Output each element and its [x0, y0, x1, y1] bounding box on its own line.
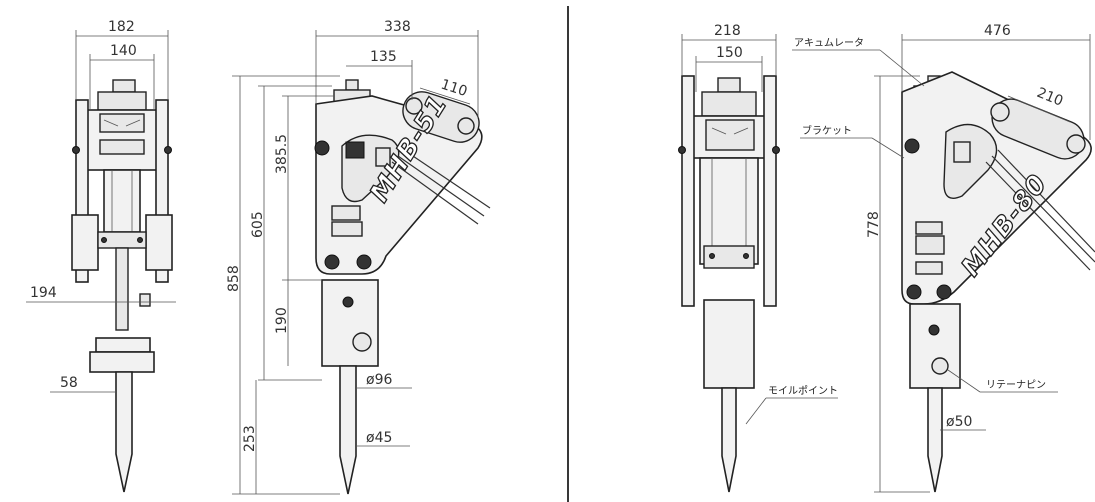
dim-d45: ø45 — [366, 430, 392, 446]
dim-476: 476 — [984, 23, 1011, 39]
dim-140: 140 — [110, 43, 137, 59]
dim-778: 778 — [866, 211, 882, 238]
dim-58: 58 — [60, 375, 78, 391]
dim-150: 150 — [716, 45, 743, 61]
mhb51-front-dimensions: 182 140 194 58 — [26, 19, 176, 393]
mhb51-side-view: MHB-51 — [314, 79, 491, 495]
dim-135: 135 — [370, 49, 397, 65]
dim-605: 605 — [250, 211, 266, 238]
mhb80-side-view: MHB-80 — [901, 71, 1095, 493]
mhb51-side-dimensions: 338 135 110 858 605 385.5 190 253 ø96 ø4… — [226, 19, 479, 495]
dim-190: 190 — [274, 307, 290, 334]
dim-210: 210 — [1035, 85, 1066, 110]
dim-858: 858 — [226, 265, 242, 292]
dim-d50: ø50 — [946, 414, 972, 430]
bracket-label: ブラケット — [802, 124, 852, 137]
mhb51-front-view — [71, 79, 173, 493]
moil-point-label: モイルポイント — [768, 385, 838, 397]
dim-194: 194 — [30, 285, 57, 301]
accumulator-label: アキュムレータ — [794, 37, 864, 49]
dim-253: 253 — [242, 425, 258, 452]
retainer-pin-label: リテーナピン — [986, 379, 1046, 391]
dim-218: 218 — [714, 23, 741, 39]
dim-338: 338 — [384, 19, 411, 35]
mhb80-front-dimensions: 218 150 モイルポイント — [681, 23, 838, 425]
dim-385-5: 385.5 — [274, 134, 290, 174]
dim-d96: ø96 — [366, 372, 392, 388]
mhb80-side-dimensions: 476 210 778 ø50 アキュムレータ ブラケット リテーナピン — [792, 23, 1091, 493]
mhb80-front-view — [678, 75, 780, 493]
dim-182: 182 — [108, 19, 135, 35]
dim-110: 110 — [439, 77, 469, 100]
